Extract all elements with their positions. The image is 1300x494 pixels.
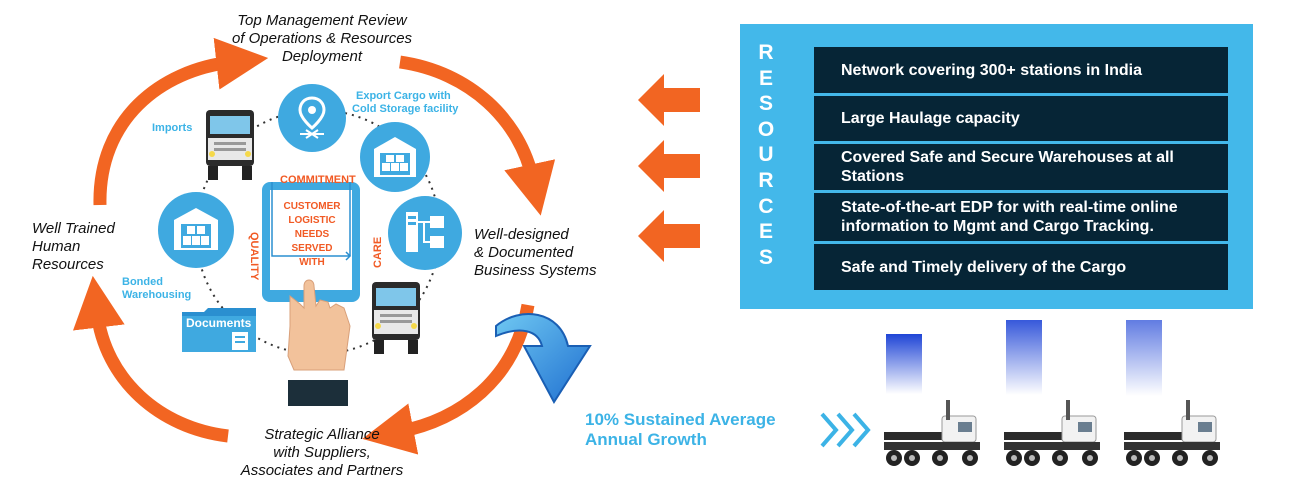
center-message: CUSTOMER LOGISTIC NEEDS SERVED WITH [270, 200, 354, 270]
growth-bar [1126, 320, 1162, 396]
resource-item: Large Haulage capacity [814, 96, 1228, 141]
cycle-top-line: of Operations & Resources [231, 30, 413, 47]
location-circle [278, 84, 346, 152]
cycle-right-line: & Documented [474, 244, 574, 261]
bonded-label-line: Bonded [122, 276, 163, 288]
resources-vertical-title: R E S O U R C E S [740, 40, 792, 270]
export-label-line: Export Cargo with [356, 90, 451, 102]
cycle-top-line: Top Management Review [237, 12, 407, 29]
bonded-label: Bonded Warehousing [122, 276, 191, 302]
chevrons-icon [820, 412, 871, 448]
title-letter: S [758, 245, 773, 269]
cycle-top-line: Deployment [281, 48, 363, 65]
center-line: CUSTOMER [283, 201, 341, 212]
cycle-left-line: Resources [32, 256, 104, 273]
truck-icon [883, 399, 981, 467]
center-line: LOGISTIC [288, 215, 336, 226]
documents-folder-icon [182, 308, 256, 352]
title-letter: O [757, 117, 775, 141]
tablet-hand-graphic [262, 182, 360, 406]
left-arrow-icon [638, 210, 700, 262]
arrow-top-to-right [399, 55, 556, 216]
growth-label-line: 10% Sustained Average [585, 410, 776, 429]
arrow-left-to-top [93, 37, 269, 206]
curved-down-arrow-icon [495, 313, 592, 404]
resource-item: Safe and Timely delivery of the Cargo [814, 244, 1228, 290]
cycle-label-right: Well-designed & Documented Business Syst… [474, 226, 597, 280]
commitment-label: COMMITMENT [280, 174, 356, 186]
cycle-label-left: Well Trained Human Resources [32, 220, 115, 274]
title-letter: S [758, 92, 773, 116]
cycle-left-line: Well Trained [32, 220, 115, 237]
export-label-line: Cold Storage facility [352, 103, 459, 115]
center-line: SERVED [291, 243, 333, 254]
bonded-warehouse-icon [174, 208, 218, 250]
truck-icon [1123, 399, 1221, 467]
care-label: CARE [372, 236, 384, 268]
imports-label: Imports [152, 122, 193, 134]
title-letter: R [758, 41, 774, 64]
resource-arrows [638, 74, 700, 262]
center-line: NEEDS [294, 229, 330, 240]
resources-panel: R E S O U R C E S Network covering 300+ … [740, 24, 1253, 309]
center-line: WITH [299, 257, 325, 268]
cycle-label-bottom: Strategic Alliance with Suppliers, Assoc… [222, 426, 422, 480]
flowchart-icon [406, 212, 444, 252]
truck-icon [1003, 399, 1101, 467]
cycle-bottom-line: with Suppliers, [273, 444, 371, 461]
delivery-truck-icon [372, 282, 420, 354]
left-arrow-icon [638, 140, 700, 192]
growth-bar [1006, 320, 1042, 395]
cold-storage-warehouse-icon [374, 137, 416, 177]
cycle-right-line: Well-designed [474, 226, 569, 243]
growth-trucks [883, 320, 1221, 467]
title-letter: R [758, 168, 774, 192]
title-letter: E [758, 220, 773, 244]
cycle-bottom-line: Associates and Partners [240, 462, 404, 479]
documents-label: Documents [186, 316, 252, 330]
cycle-right-line: Business Systems [474, 262, 597, 279]
cycle-bottom-line: Strategic Alliance [264, 426, 380, 443]
resource-item: State-of-the-art EDP for with real-time … [814, 193, 1228, 241]
location-pin-icon [298, 96, 326, 139]
title-letter: U [758, 143, 774, 167]
title-letter: E [758, 66, 773, 90]
growth-bar [886, 334, 922, 394]
imports-truck-icon [206, 110, 254, 180]
bonded-label-line: Warehousing [122, 289, 192, 301]
title-letter: C [758, 194, 774, 218]
cycle-label-top: Top Management Review of Operations & Re… [222, 12, 422, 66]
center-frame-arrows [271, 182, 352, 261]
growth-label: 10% Sustained Average Annual Growth [585, 410, 776, 450]
arrow-bottom-to-left [73, 275, 229, 443]
left-arrow-icon [638, 74, 700, 126]
growth-label-line: Annual Growth [585, 430, 707, 449]
cycle-left-line: Human [32, 238, 81, 255]
resource-item: Network covering 300+ stations in India [814, 47, 1228, 93]
export-label: Export Cargo with Cold Storage facility [352, 90, 458, 116]
resource-item: Covered Safe and Secure Warehouses at al… [814, 144, 1228, 190]
